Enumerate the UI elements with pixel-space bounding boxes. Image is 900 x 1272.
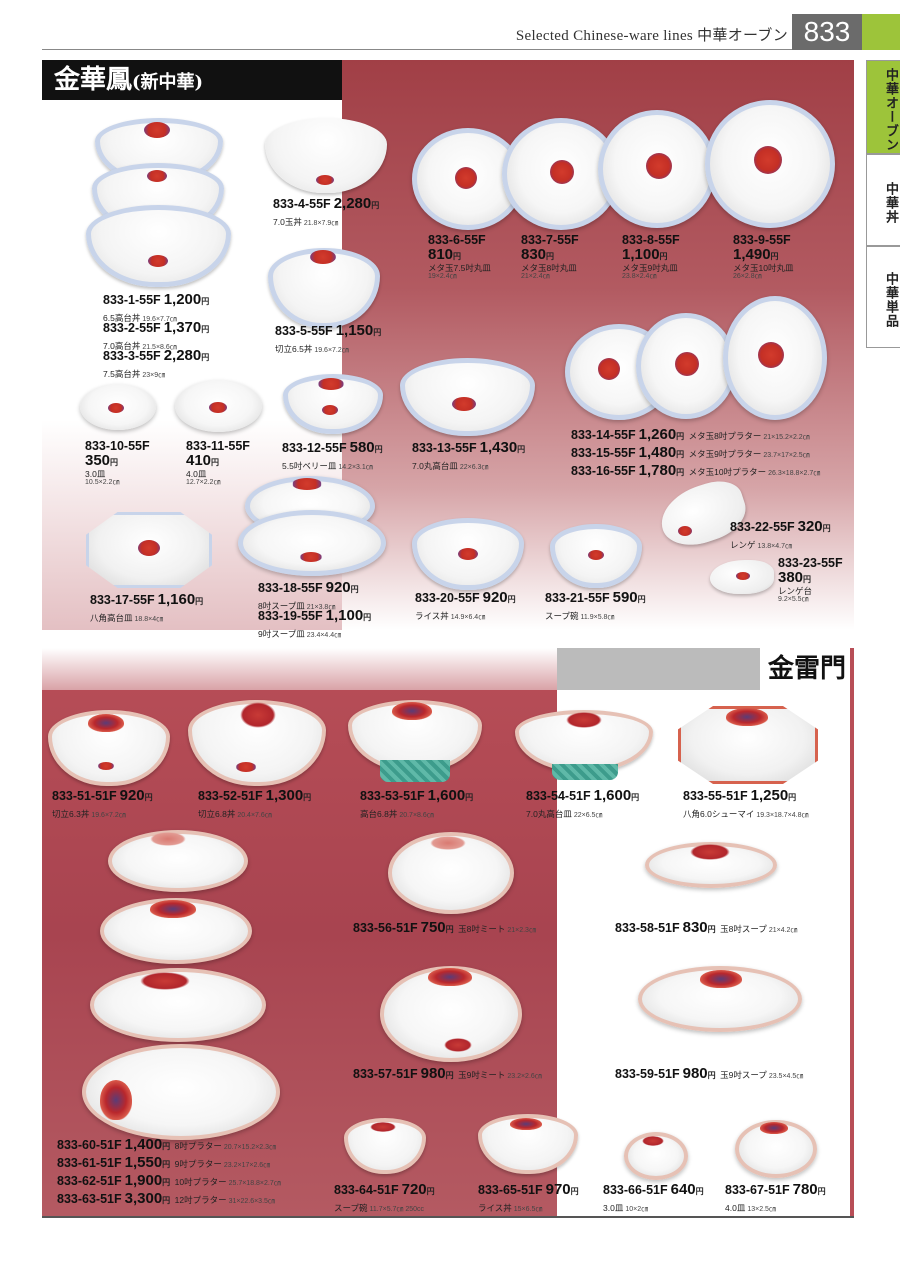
tab-chuka-oven[interactable]: 中華オーブン	[866, 60, 900, 154]
section2-edge	[850, 648, 854, 1218]
header-accent	[862, 14, 900, 50]
section2-bottom-rule	[42, 1216, 854, 1218]
section1-subtitle: (新中華)	[132, 72, 204, 93]
tab-chuka-tanpin[interactable]: 中華単品	[866, 246, 900, 348]
section1-title-text: 金華鳳	[54, 65, 133, 95]
header-rule	[42, 49, 792, 50]
section1-title: 金華鳳(新中華)	[42, 60, 342, 100]
page-header-title: Selected Chinese-ware lines 中華オーブン	[515, 28, 788, 44]
section2-gradient	[42, 648, 557, 690]
section2-title: 金雷門	[760, 648, 854, 690]
tab-chuka-don[interactable]: 中華丼	[866, 154, 900, 246]
page-number: 833	[792, 14, 862, 50]
